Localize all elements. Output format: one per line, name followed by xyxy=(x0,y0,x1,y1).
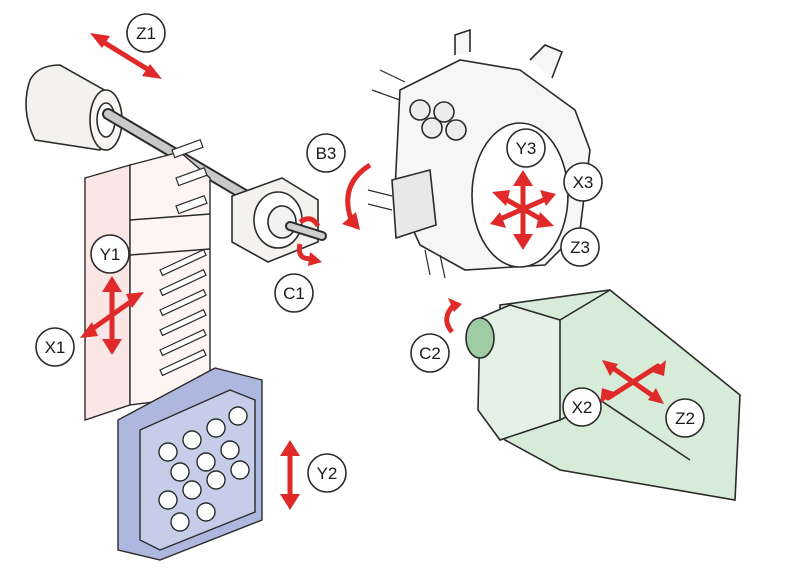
axis-label-z3: Z3 xyxy=(560,227,600,267)
svg-text:X3: X3 xyxy=(573,173,594,192)
guide-bushing xyxy=(231,177,327,263)
axis-arrows xyxy=(80,33,666,510)
axis-label-y2: Y2 xyxy=(307,453,347,493)
svg-text:X2: X2 xyxy=(572,398,593,417)
svg-text:Y2: Y2 xyxy=(317,464,338,483)
rotation-arrows xyxy=(296,162,462,334)
axis-label-b3: B3 xyxy=(306,133,346,173)
svg-text:X1: X1 xyxy=(45,338,66,357)
axis-label-y1: Y1 xyxy=(90,234,130,274)
svg-text:Z1: Z1 xyxy=(136,24,156,43)
svg-text:B3: B3 xyxy=(316,144,337,163)
svg-text:C1: C1 xyxy=(283,284,305,303)
back-tool-block xyxy=(117,367,263,561)
axis-label-y3: Y3 xyxy=(506,128,546,168)
svg-text:Y3: Y3 xyxy=(516,139,537,158)
axis-label-z2: Z2 xyxy=(665,398,705,438)
svg-text:C2: C2 xyxy=(419,344,441,363)
svg-text:Z3: Z3 xyxy=(570,238,590,257)
tool-turret xyxy=(367,28,591,279)
axis-label-z1: Z1 xyxy=(126,13,166,53)
axis-label-c1: C1 xyxy=(274,273,314,313)
sub-spindle xyxy=(465,289,741,501)
axis-label-x2: X2 xyxy=(562,387,602,427)
axis-label-c2: C2 xyxy=(410,333,450,373)
gang-tool-block xyxy=(84,138,211,421)
axis-label-x1: X1 xyxy=(35,327,75,367)
axis-label-x3: X3 xyxy=(563,162,603,202)
svg-text:Y1: Y1 xyxy=(100,245,121,264)
svg-text:Z2: Z2 xyxy=(675,409,695,428)
